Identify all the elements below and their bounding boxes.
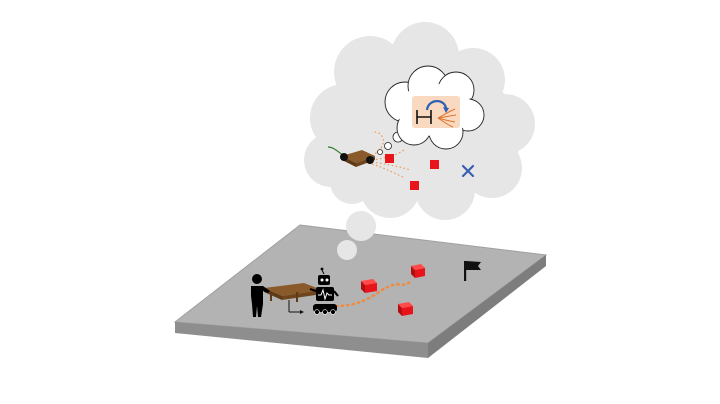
x-icon [461, 164, 475, 178]
goal-flag [464, 261, 481, 281]
robot [309, 267, 339, 315]
imagined-table-top [342, 150, 375, 163]
axis-indicator [288, 300, 304, 314]
hypothesis-box [412, 96, 460, 128]
imagined-obstacle [410, 181, 419, 190]
table-top [264, 283, 322, 296]
obstacles [361, 264, 425, 316]
thought-trail [337, 211, 376, 260]
table-edge-front [282, 290, 322, 300]
table-leg [270, 292, 272, 301]
thought-bubble-small [337, 240, 357, 260]
obstacle [361, 279, 377, 293]
h-glyph-icon [416, 110, 432, 124]
imagined-robot [366, 156, 374, 164]
inner-bubble-small [384, 142, 392, 150]
imagined-obstacle [430, 160, 439, 169]
fan-lines-icon [437, 108, 457, 128]
imagined-fan-paths [371, 131, 411, 179]
switch-arrow-icon [425, 100, 448, 111]
ground-side-left [175, 322, 428, 358]
robot-base [313, 304, 337, 312]
flag-pole [464, 261, 467, 281]
imagined-human [340, 153, 348, 161]
flag-icon [466, 261, 481, 270]
imagined-obstacles [385, 154, 439, 190]
thought-bubble-medium [346, 211, 376, 241]
human-head [252, 274, 262, 284]
ground-side-right [428, 255, 546, 358]
inner-thought [377, 65, 485, 155]
human-body [251, 286, 270, 317]
robot-body [316, 287, 334, 301]
ground-top [173, 224, 548, 344]
goal-marker [461, 164, 475, 178]
planned-path [334, 279, 412, 308]
obstacle [411, 264, 425, 278]
human-figure [251, 274, 270, 317]
robot-head [318, 275, 330, 285]
obstacle [398, 302, 413, 316]
imagined-obstacle [385, 154, 394, 163]
ground-plane [173, 224, 548, 358]
table-leg [296, 292, 298, 302]
imagined-plan [327, 131, 411, 179]
